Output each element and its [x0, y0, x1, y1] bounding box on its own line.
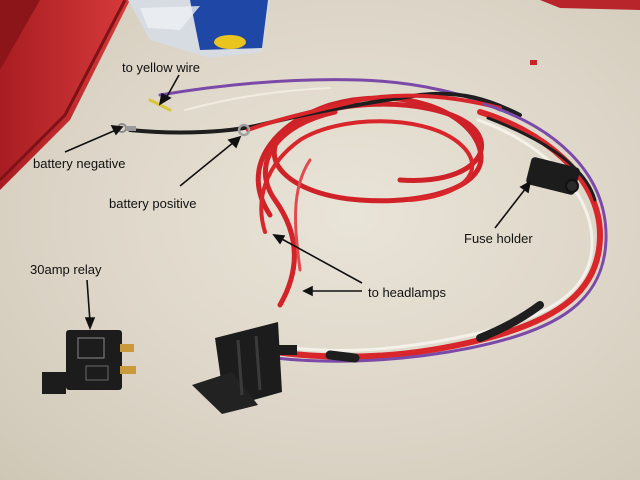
label-battery-negative: battery negative — [33, 156, 126, 171]
label-30amp-relay: 30amp relay — [30, 262, 102, 277]
annotation-arrows — [64, 74, 532, 331]
package-bag — [128, 0, 270, 58]
label-fuse-holder: Fuse holder — [464, 231, 533, 246]
headlamp-connector — [192, 322, 297, 414]
red-strip — [540, 0, 640, 10]
upper-wires — [128, 78, 522, 135]
red-case — [0, 0, 130, 190]
relay-body — [42, 330, 136, 394]
main-harness — [272, 102, 608, 363]
fuse-holder — [526, 157, 580, 195]
red-wire-loops — [255, 95, 484, 308]
red-chip — [530, 60, 537, 65]
label-to-yellow-wire: to yellow wire — [122, 60, 201, 75]
label-battery-positive: battery positive — [109, 196, 197, 211]
label-to-headlamps: to headlamps — [368, 285, 447, 300]
